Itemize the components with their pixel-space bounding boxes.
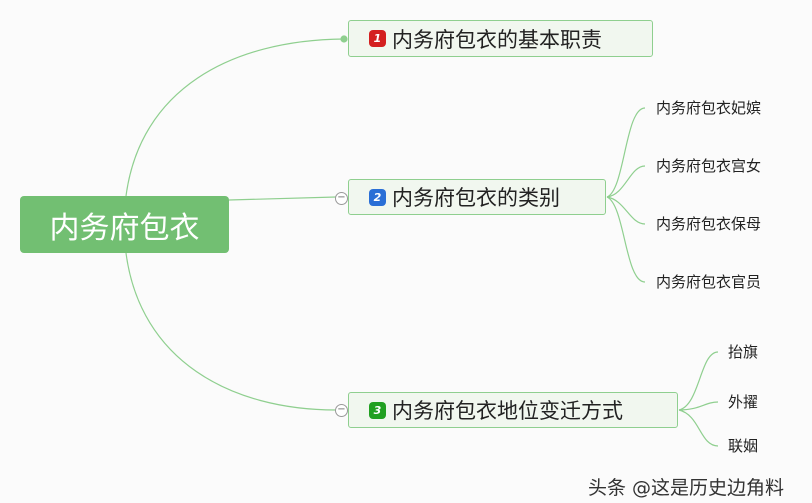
priority-2-icon: 2 <box>369 188 386 206</box>
topic-status-change[interactable]: 3 内务府包衣地位变迁方式 <box>348 392 678 428</box>
subtopic[interactable]: 抬旗 <box>728 343 759 361</box>
topic-categories[interactable]: 2 内务府包衣的类别 <box>348 179 606 215</box>
root-label: 内务府包衣 <box>49 210 200 246</box>
root-node[interactable]: 内务府包衣 <box>20 196 229 253</box>
topic-basic-duties[interactable]: 1 内务府包衣的基本职责 <box>348 20 653 57</box>
topic-label: 内务府包衣地位变迁方式 <box>392 399 623 423</box>
subtopic[interactable]: 内务府包衣妃嫔 <box>656 99 762 117</box>
subtopic[interactable]: 内务府包衣官员 <box>656 273 762 291</box>
subtopic[interactable]: 内务府包衣宫女 <box>656 157 762 175</box>
priority-3-icon: 3 <box>369 401 386 419</box>
priority-1-icon: 1 <box>369 30 386 47</box>
subtopic[interactable]: 外擢 <box>728 393 759 411</box>
topic-label: 内务府包衣的类别 <box>392 186 560 210</box>
subtopic[interactable]: 内务府包衣保母 <box>656 215 762 233</box>
collapse-toggle[interactable]: − <box>335 192 348 205</box>
topic-label: 内务府包衣的基本职责 <box>392 27 602 52</box>
collapse-toggle[interactable]: − <box>335 404 348 417</box>
watermark: 头条 @这是历史边角料 <box>588 477 785 499</box>
subtopic[interactable]: 联姻 <box>728 437 759 455</box>
